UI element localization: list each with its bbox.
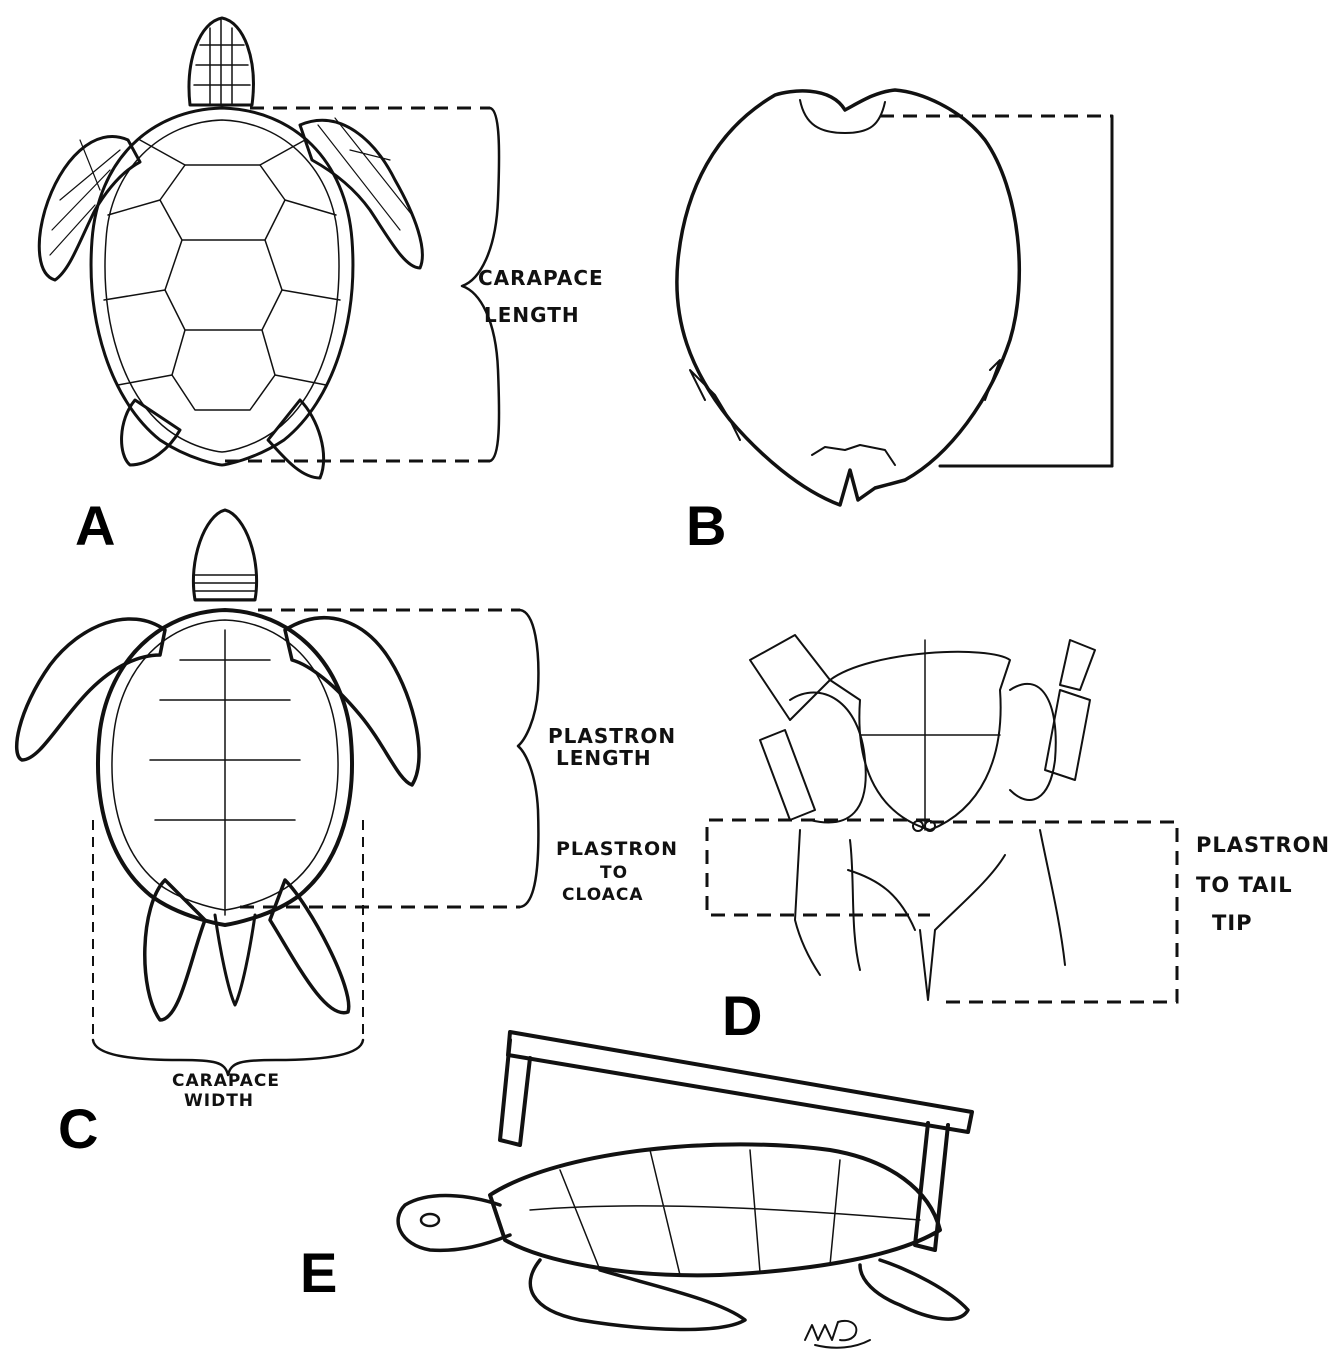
panel-a: CARAPACE LENGTH A <box>39 18 603 557</box>
turtle-dorsal-drawing <box>39 18 422 478</box>
carapace-outline-drawing <box>677 90 1019 505</box>
carapace-width-label-line1: CARAPACE <box>172 1071 280 1091</box>
panel-letter-b: B <box>686 494 726 557</box>
carapace-length-label-line2: LENGTH <box>484 303 580 327</box>
plastron-length-label-line1: PLASTRON <box>548 724 676 748</box>
carapace-width-label-line2: WIDTH <box>184 1091 254 1111</box>
panel-b: B <box>677 90 1112 557</box>
carapace-length-label-line1: CARAPACE <box>478 266 604 290</box>
panel-letter-d: D <box>722 984 762 1047</box>
plastron-length-bracket <box>518 610 538 907</box>
plastron-to-cloaca-label-line3: CLOACA <box>562 885 644 905</box>
panel-e: E <box>300 1032 972 1348</box>
artist-signature <box>805 1321 870 1348</box>
turtle-ventral-drawing <box>17 510 419 1020</box>
plastron-to-cloaca-label-line1: PLASTRON <box>556 838 678 860</box>
turtle-side-drawing <box>398 1144 968 1329</box>
plastron-to-tail-label-line2: TO TAIL <box>1196 873 1293 897</box>
plastron-to-cloaca-label-line2: TO <box>600 863 628 883</box>
panel-c: PLASTRON LENGTH CARAPACE WIDTH C <box>17 510 676 1160</box>
panel-d: PLASTRON TO CLOACA PLASTRON TO TAIL TIP … <box>556 635 1330 1047</box>
panel-letter-c: C <box>58 1097 98 1160</box>
plastron-to-tail-label-line3: TIP <box>1212 911 1253 935</box>
turtle-tail-region-drawing <box>750 635 1095 1000</box>
panel-letter-e: E <box>300 1241 337 1304</box>
plastron-to-tail-tip-box <box>930 822 1177 1002</box>
caliper-drawing <box>500 1032 972 1250</box>
plastron-to-tail-label-line1: PLASTRON <box>1196 833 1330 857</box>
panel-letter-a: A <box>75 494 115 557</box>
plastron-length-label-line2: LENGTH <box>556 746 652 770</box>
carapace-width-bracket <box>93 1040 363 1075</box>
